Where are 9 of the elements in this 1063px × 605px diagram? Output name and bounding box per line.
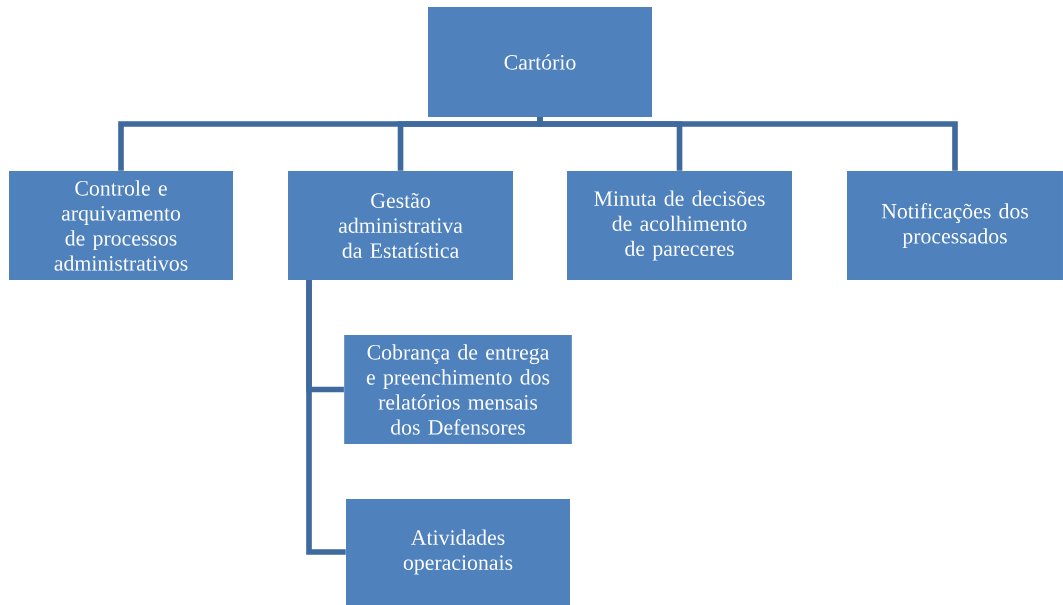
org-box: Notificações dos processados	[847, 171, 1063, 280]
org-box: Atividades operacionais	[346, 499, 570, 605]
org-box: Controle e arquivamento de processos administrativos	[9, 171, 233, 280]
org-box: Cobrança de entrega e preenchimento dos relatórios mensais dos Defensores	[344, 335, 572, 444]
connector-line	[306, 280, 346, 555]
org-box: Cartório	[428, 7, 652, 117]
org-box: Minuta de decisões de acolhimento de pareceres	[567, 171, 792, 280]
org-box: Gestão administrativa da Estatística	[288, 171, 514, 280]
connector-line	[537, 117, 958, 171]
